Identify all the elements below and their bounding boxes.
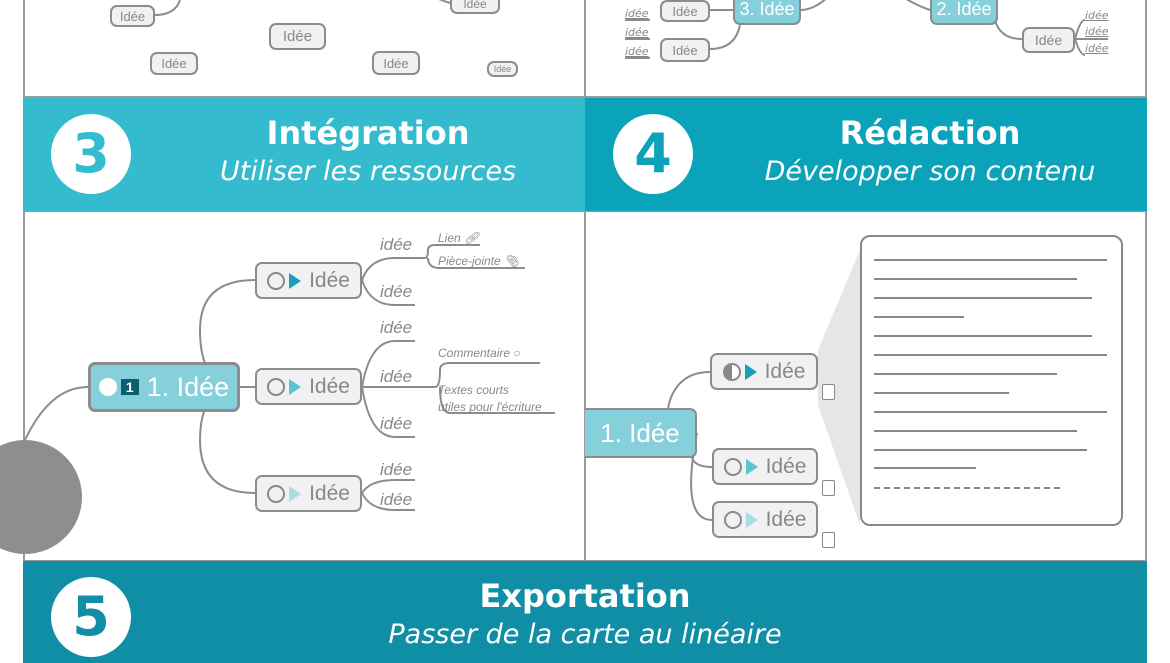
task-circle-icon: [267, 271, 286, 290]
node-label: Idée: [309, 268, 350, 292]
flag-icon: [744, 363, 757, 380]
comment-resource[interactable]: Commentaire ○: [438, 346, 521, 360]
root-idea-node[interactable]: 1 1. Idée: [88, 362, 240, 412]
task-circle-icon: [723, 510, 742, 529]
node-label: Idée: [765, 507, 807, 531]
sub-idea-label: idée: [625, 45, 649, 58]
section-title: Exportation: [479, 577, 691, 615]
idea-node[interactable]: Idée: [255, 368, 362, 405]
idea-node[interactable]: Idée: [712, 448, 818, 485]
priority-badge: 1: [120, 379, 139, 395]
idea-node[interactable]: Idée: [110, 5, 155, 27]
section-header-integration: 3 Intégration Utiliser les ressources: [23, 98, 585, 211]
sub-idea-label: idée: [380, 460, 413, 479]
flag-icon: [745, 458, 758, 475]
top-panel-right: [584, 0, 1147, 98]
idea-node[interactable]: Idée: [450, 0, 500, 14]
flag-icon: [289, 378, 302, 395]
idea-node[interactable]: Idée: [255, 262, 362, 299]
task-circle-icon: [98, 378, 117, 396]
flag-icon: [745, 511, 758, 528]
progress-half-icon: [722, 362, 741, 381]
section-subtitle: Passer de la carte au linéaire: [388, 619, 782, 650]
step-number: 5: [51, 577, 131, 657]
sub-idea-label: idée: [1085, 9, 1109, 22]
task-circle-icon: [267, 484, 286, 503]
sub-idea-label: idée: [380, 282, 413, 301]
note-document-icon[interactable]: [822, 384, 835, 400]
task-circle-icon: [267, 377, 286, 396]
step-number: 4: [613, 114, 693, 194]
flag-icon: [289, 272, 302, 289]
idea-node[interactable]: Idée: [1022, 27, 1075, 53]
step-number: 3: [51, 114, 131, 194]
node-label: Idée: [309, 481, 350, 505]
sub-idea-label: idée: [380, 235, 413, 254]
idea-node[interactable]: Idée: [660, 0, 710, 22]
sub-idea-label: idée: [380, 490, 413, 509]
section-title: Intégration: [266, 114, 470, 152]
attachment-resource[interactable]: Pièce-jointe 📎︎: [438, 254, 520, 268]
document-preview-card: [860, 235, 1123, 526]
root-label: 1. Idée: [146, 371, 230, 402]
note-document-icon[interactable]: [822, 532, 835, 548]
task-circle-icon: [723, 457, 742, 476]
idea-node[interactable]: Idée: [712, 501, 818, 538]
section-title: Rédaction: [839, 114, 1021, 152]
node-label: Idée: [309, 374, 350, 398]
main-idea-node[interactable]: 2. Idée: [930, 0, 998, 25]
idea-node[interactable]: Idée: [372, 51, 420, 75]
sub-idea-label: idée: [380, 318, 413, 337]
link-resource[interactable]: Lien 🔗︎: [438, 231, 480, 245]
note-document-icon[interactable]: [822, 480, 835, 496]
idea-node[interactable]: Idée: [487, 61, 518, 77]
section-subtitle: Utiliser les ressources: [219, 156, 517, 187]
flag-icon: [289, 485, 302, 502]
section-header-redaction: 4 Rédaction Développer son contenu: [585, 98, 1147, 211]
comment-bubble-icon: ○: [513, 346, 521, 360]
node-label: Idée: [765, 454, 807, 478]
sub-idea-label: idée: [1085, 25, 1109, 38]
sub-idea-label: idée: [625, 7, 649, 20]
idea-node[interactable]: Idée: [255, 475, 362, 512]
main-idea-node[interactable]: 3. Idée: [733, 0, 801, 25]
idea-node[interactable]: Idée: [710, 353, 818, 390]
root-idea-node[interactable]: 1. Idée: [585, 408, 697, 458]
link-icon: 🔗︎: [464, 231, 480, 245]
section-header-exportation: 5 Exportation Passer de la carte au liné…: [23, 561, 1147, 663]
idea-node[interactable]: Idée: [660, 38, 710, 62]
idea-node[interactable]: Idée: [150, 52, 198, 75]
sub-idea-label: idée: [625, 26, 649, 39]
sub-idea-label: idée: [380, 414, 413, 433]
section-subtitle: Développer son contenu: [764, 156, 1096, 187]
paperclip-icon: 📎︎: [504, 254, 520, 268]
node-label: Idée: [764, 359, 806, 383]
idea-node[interactable]: Idée: [269, 23, 326, 50]
sub-idea-label: idée: [380, 367, 413, 386]
sub-idea-label: idée: [1085, 42, 1109, 55]
